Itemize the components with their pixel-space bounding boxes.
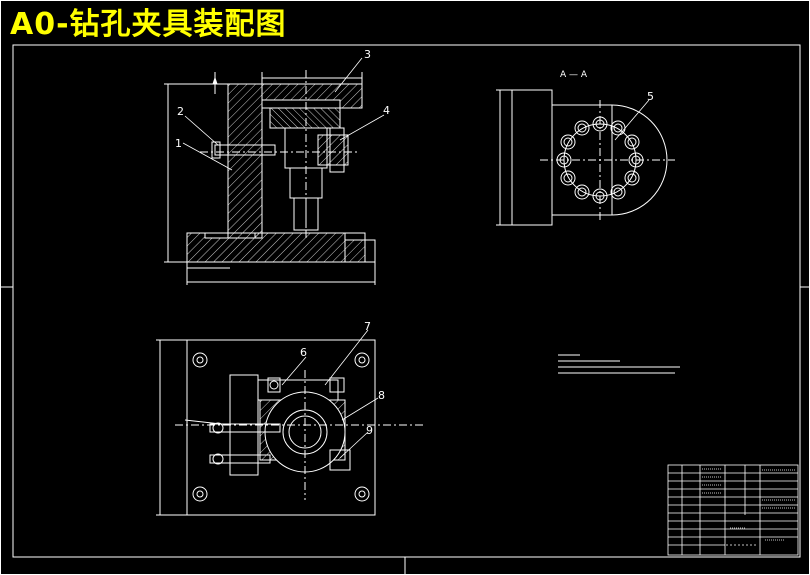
balloon-2: 2 xyxy=(177,105,184,118)
front-view xyxy=(164,70,376,285)
balloon-3: 3 xyxy=(364,48,371,61)
top-view xyxy=(156,339,425,516)
balloon-4: 4 xyxy=(383,104,390,117)
balloon-7: 7 xyxy=(364,320,371,333)
balloon-6: 6 xyxy=(300,346,307,359)
technical-notes xyxy=(558,354,680,374)
balloon-9: 9 xyxy=(366,424,373,437)
leader-lines xyxy=(182,57,650,459)
section-view xyxy=(496,89,675,226)
title-block xyxy=(667,464,799,556)
balloon-1: 1 xyxy=(175,137,182,150)
section-label: A — A xyxy=(560,70,588,80)
balloons: 1 2 3 4 5 6 7 8 9 xyxy=(175,48,654,437)
balloon-8: 8 xyxy=(378,389,385,402)
balloon-5: 5 xyxy=(647,90,654,103)
drawing-title: A0-钻孔夹具装配图 xyxy=(10,7,287,42)
